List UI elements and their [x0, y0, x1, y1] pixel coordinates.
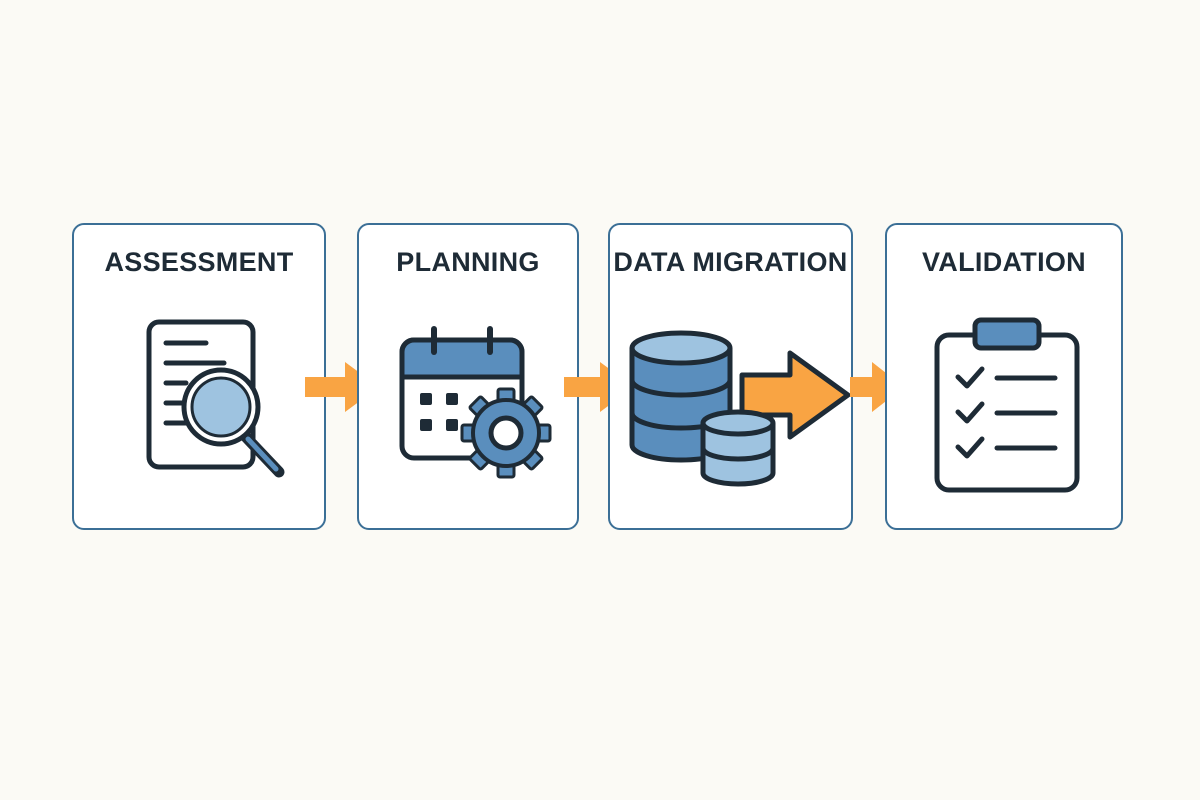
step-title: ASSESSMENT [104, 247, 294, 277]
step-card-assessment: ASSESSMENT [72, 223, 326, 530]
step-title: DATA MIGRATION [613, 247, 848, 277]
step-card-data-migration: DATA MIGRATION [608, 223, 853, 530]
step-title: PLANNING [396, 247, 540, 277]
checklist-clipboard-icon [934, 317, 1080, 493]
step-title: VALIDATION [922, 247, 1086, 277]
database-transfer-icon [629, 330, 851, 487]
step-card-planning: PLANNING [357, 223, 579, 530]
step-card-validation: VALIDATION [885, 223, 1123, 530]
document-search-icon [146, 319, 285, 478]
flow-arrow-icon [850, 362, 904, 412]
calendar-gear-icon [399, 326, 552, 479]
